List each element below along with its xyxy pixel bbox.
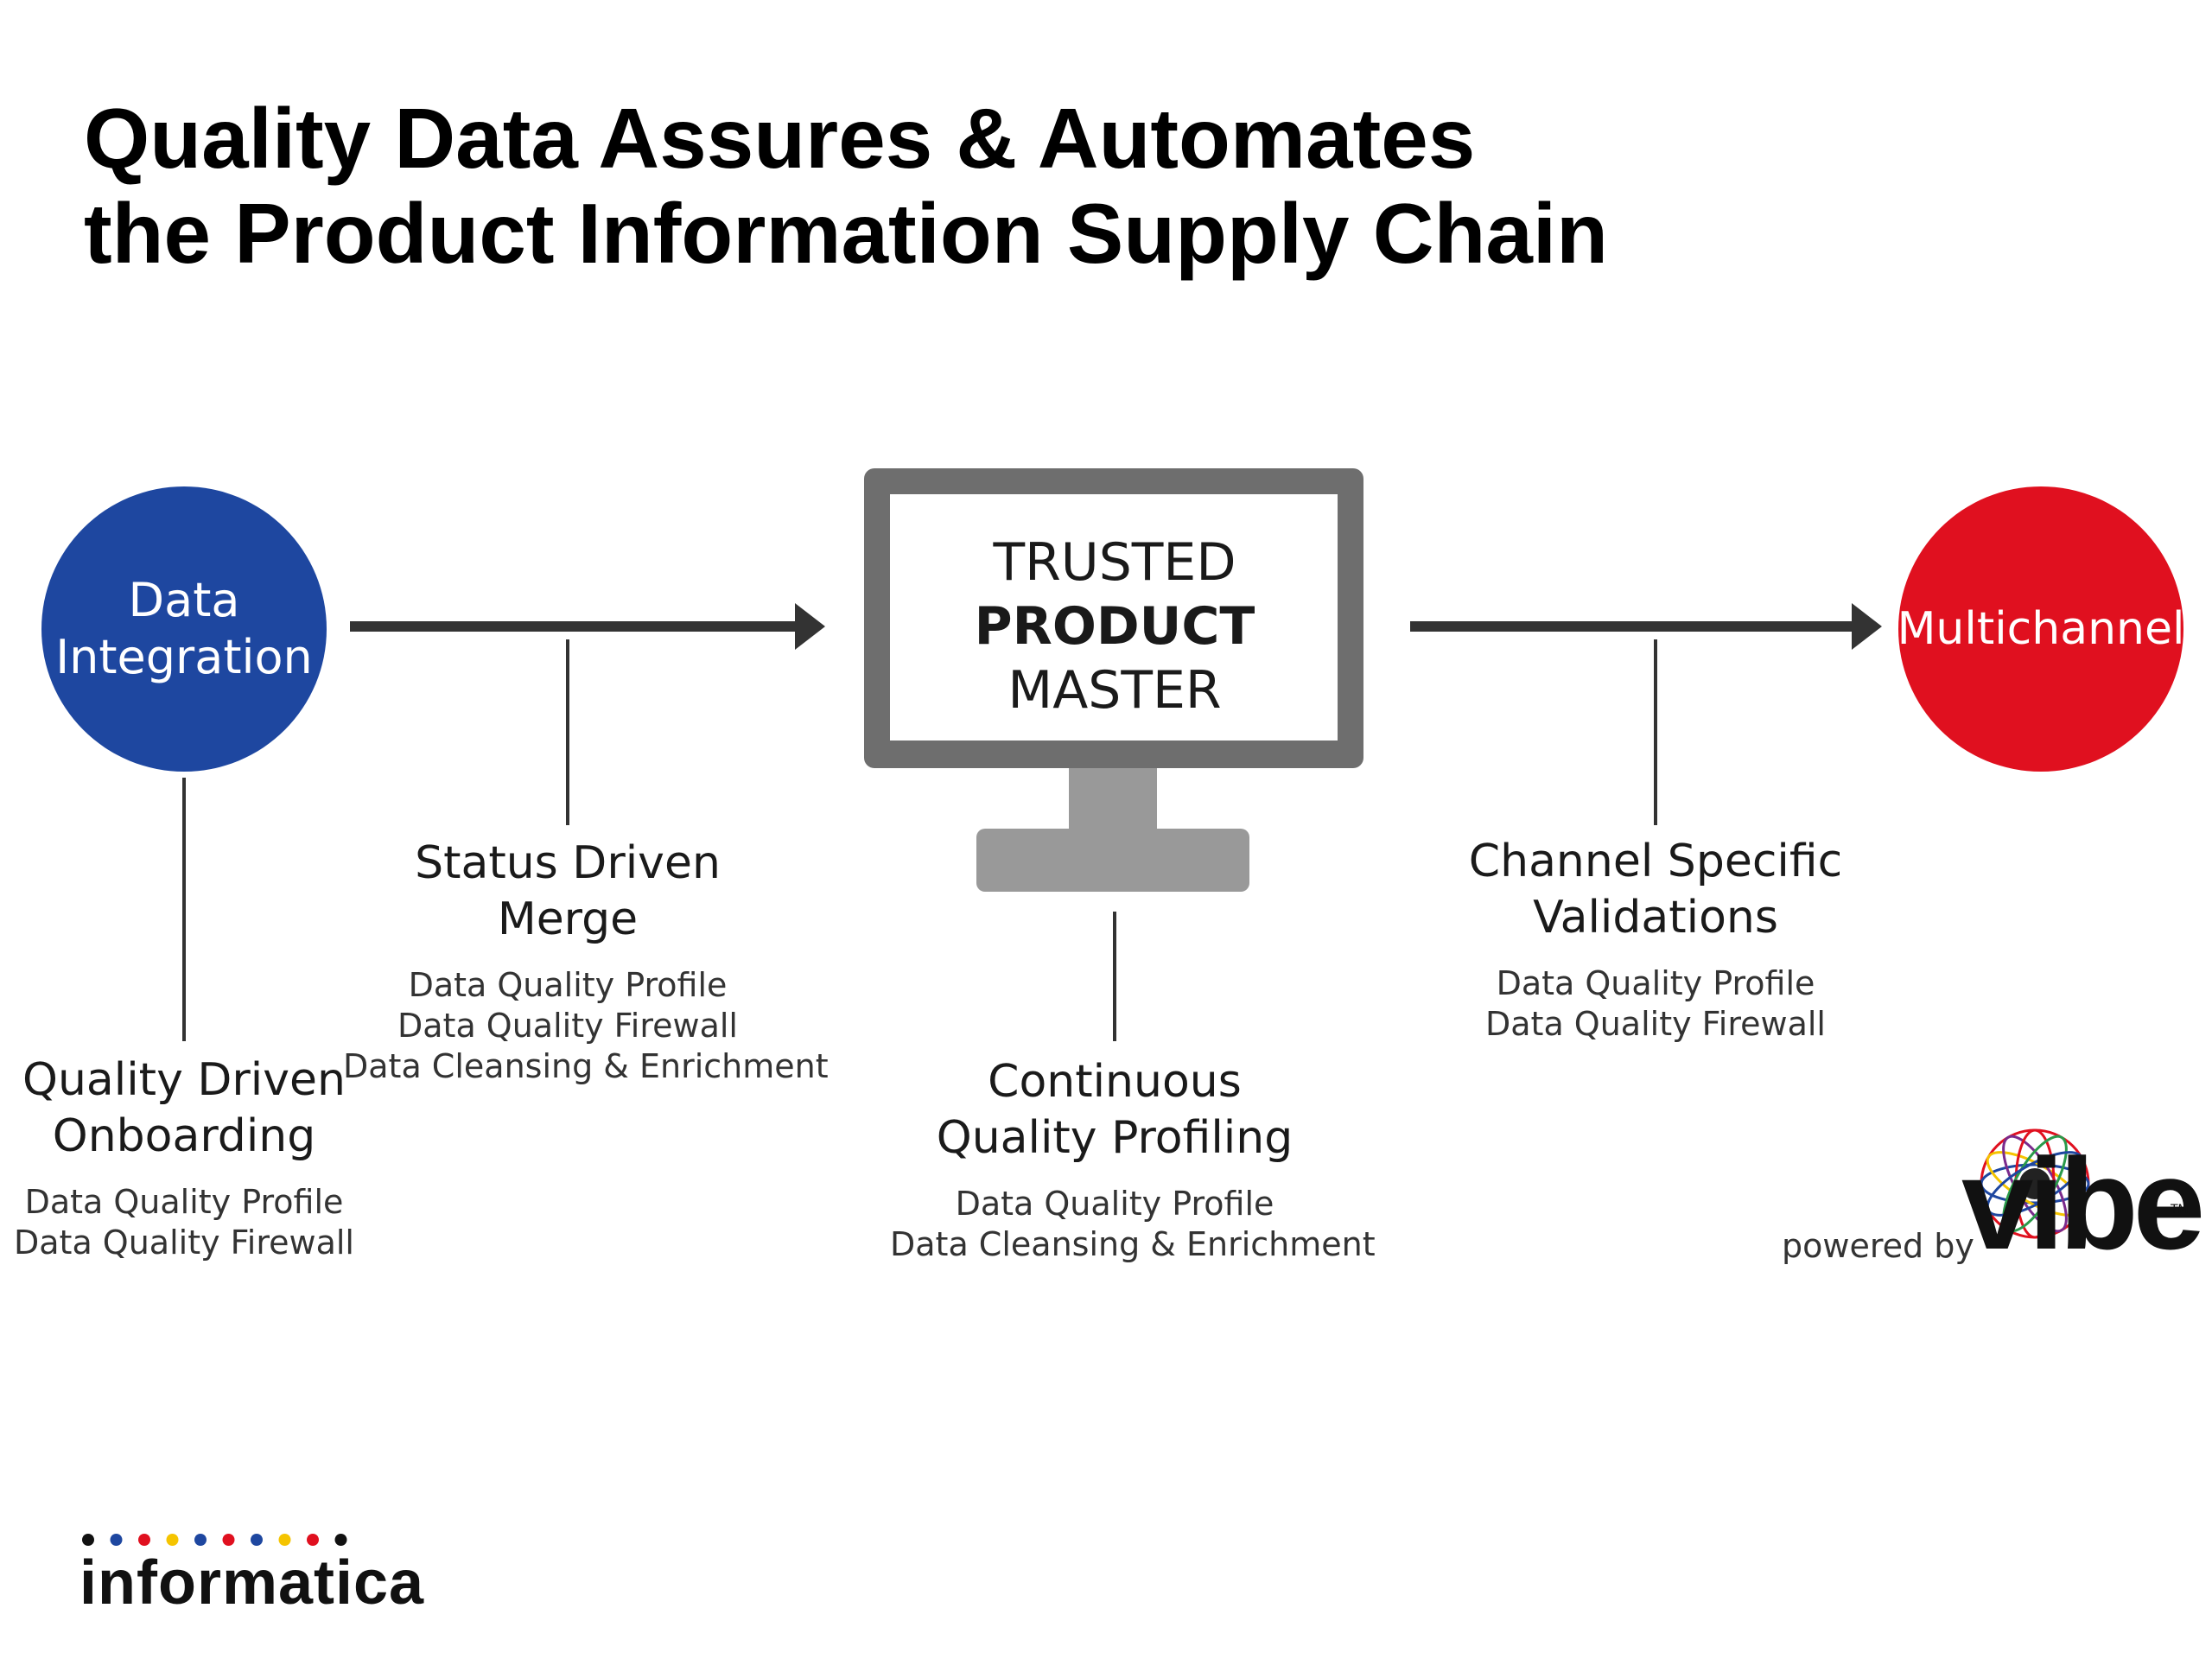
data-integration-label: Data Integration xyxy=(41,486,327,772)
informatica-dot xyxy=(166,1534,179,1546)
vibe-rosette-icon xyxy=(1980,1128,2090,1239)
callout-onboarding-line-2: Onboarding xyxy=(52,1110,316,1162)
data-integration-circle xyxy=(41,486,327,772)
informatica-dot xyxy=(82,1534,94,1546)
master-line-1: TRUSTED xyxy=(993,532,1236,593)
callout-detail: Data Quality Firewall xyxy=(1485,1005,1826,1043)
callout-detail: Data Cleansing & Enrichment xyxy=(343,1047,829,1085)
callout-profiling-heading: Continuous Quality Profiling xyxy=(890,1054,1339,1166)
callout-profiling-line-2: Quality Profiling xyxy=(936,1112,1294,1164)
callout-detail: Data Quality Profile xyxy=(408,966,728,1004)
vibe-logo: vibe xyxy=(1961,1131,2205,1276)
multichannel-label: Multichannel xyxy=(1897,486,2185,772)
callout-detail: Data Quality Firewall xyxy=(14,1224,354,1262)
arrow-master-to-multichannel xyxy=(1410,603,1882,650)
callout-validations-line-2: Validations xyxy=(1533,892,1778,944)
title-line-1: Quality Data Assures & Automates xyxy=(84,91,1476,186)
callout-validations-details: Data Quality Profile Data Quality Firewa… xyxy=(1457,963,1854,1045)
callout-validations-heading: Channel Specific Validations xyxy=(1457,834,1854,946)
title-line-2: the Product Information Supply Chain xyxy=(84,186,1608,281)
informatica-dot xyxy=(110,1534,123,1546)
callout-merge: Status Driven Merge Data Quality Profile… xyxy=(343,836,829,1087)
callout-profiling-details: Data Quality Profile Data Cleansing & En… xyxy=(890,1184,1376,1265)
informatica-logo: informatica xyxy=(79,1548,425,1618)
monitor-icon xyxy=(864,468,1363,892)
callout-merge-details: Data Quality Profile Data Quality Firewa… xyxy=(343,965,829,1087)
data-integration-line-1: Data xyxy=(128,573,240,627)
callout-detail: Data Quality Profile xyxy=(1496,964,1815,1002)
informatica-dot xyxy=(251,1534,263,1546)
callout-onboarding-details: Data Quality Profile Data Quality Firewa… xyxy=(11,1182,357,1263)
callout-validations: Channel Specific Validations Data Qualit… xyxy=(1457,834,1854,1045)
informatica-dot xyxy=(307,1534,319,1546)
callout-detail: Data Quality Profile xyxy=(955,1185,1274,1223)
multichannel-text: Multichannel xyxy=(1897,603,2185,655)
callout-merge-line-1: Status Driven xyxy=(415,837,721,889)
multichannel-circle xyxy=(1898,486,2183,772)
callout-detail: Data Quality Firewall xyxy=(397,1007,738,1045)
powered-by-text: powered by xyxy=(1782,1227,1974,1265)
informatica-dots xyxy=(82,1534,347,1546)
page-title: Quality Data Assures & Automates the Pro… xyxy=(84,91,1608,281)
informatica-dot xyxy=(334,1534,347,1546)
callout-validations-line-1: Channel Specific xyxy=(1468,836,1843,887)
informatica-dot xyxy=(278,1534,291,1546)
callout-onboarding-heading: Quality Driven Onboarding xyxy=(11,1052,357,1165)
callout-detail: Data Cleansing & Enrichment xyxy=(890,1225,1376,1263)
callout-detail: Data Quality Profile xyxy=(24,1183,344,1221)
callout-merge-heading: Status Driven Merge xyxy=(343,836,792,948)
callout-profiling-line-1: Continuous xyxy=(988,1056,1242,1108)
informatica-dot xyxy=(222,1534,235,1546)
vibe-trademark: TM xyxy=(2171,1203,2189,1217)
callout-profiling: Continuous Quality Profiling Data Qualit… xyxy=(890,1054,1376,1265)
informatica-dot xyxy=(138,1534,150,1546)
informatica-dot xyxy=(194,1534,207,1546)
master-line-3: MASTER xyxy=(1007,660,1222,721)
trusted-product-master-label: TRUSTED PRODUCT MASTER xyxy=(890,518,1339,734)
master-line-2: PRODUCT xyxy=(974,596,1255,657)
arrow-integration-to-master xyxy=(350,603,825,650)
callout-merge-line-2: Merge xyxy=(497,893,639,945)
data-integration-line-2: Integration xyxy=(55,630,313,684)
callout-onboarding-line-1: Quality Driven xyxy=(22,1054,346,1106)
callout-onboarding: Quality Driven Onboarding Data Quality P… xyxy=(11,1052,357,1263)
